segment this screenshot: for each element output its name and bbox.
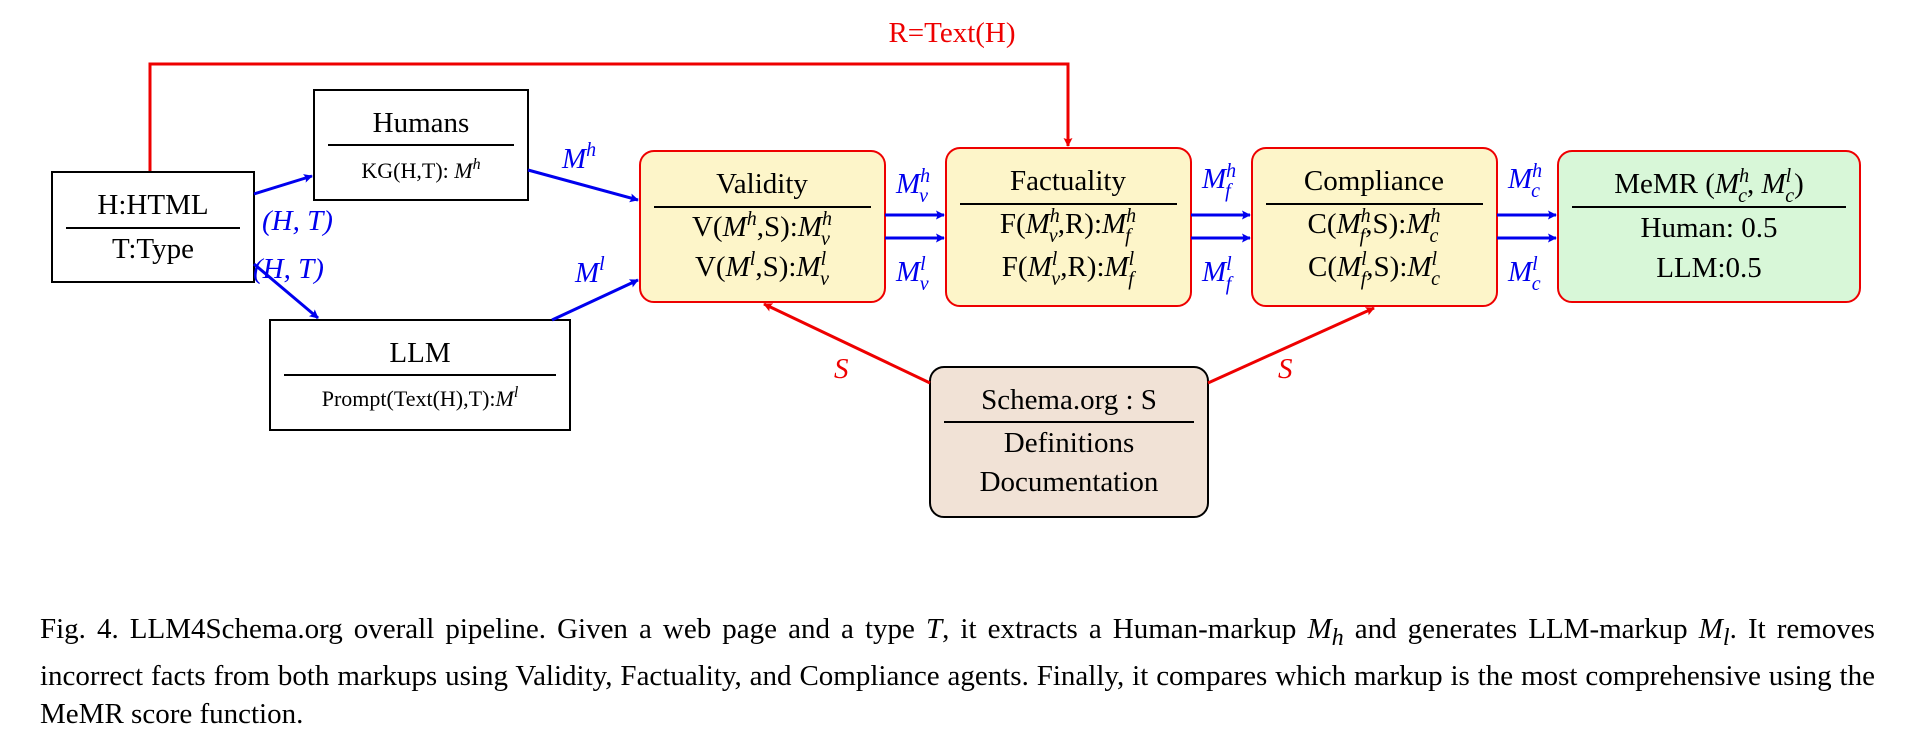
edge-s-right-label: S — [1278, 353, 1293, 385]
node-llm-title: LLM — [389, 337, 450, 369]
node-memr-human: Human: 0.5 — [1641, 212, 1778, 244]
node-html-sub: T:Type — [112, 233, 194, 265]
edge-r-text: R=Text(H) — [148, 17, 1073, 172]
node-html-title: H:HTML — [97, 189, 208, 221]
node-compliance-title: Compliance — [1304, 165, 1444, 197]
node-llm: LLM Prompt(Text(H),T):Ml — [269, 319, 571, 431]
node-schema-line2: Documentation — [980, 466, 1159, 498]
edge-html-to-humans: (H, T) — [253, 174, 333, 237]
pipeline-diagram: R=Text(H) H:HTML T:Type Humans KG(H,T): … — [51, 17, 1861, 518]
edge-schema-to-compliance: S — [1207, 306, 1375, 385]
node-humans: Humans KG(H,T): Mh — [313, 89, 529, 201]
edge-s-left-label: S — [834, 353, 849, 385]
edge-ht-lower-label: (H, T) — [253, 253, 324, 285]
node-html: H:HTML T:Type — [51, 171, 255, 283]
edge-mh-label: Mh — [561, 139, 596, 175]
node-humans-title: Humans — [373, 107, 470, 139]
edge-ht-upper-label: (H, T) — [262, 205, 333, 237]
figure-caption: Fig. 4. LLM4Schema.org overall pipeline.… — [40, 613, 1875, 730]
edge-llm-to-validity: Ml — [551, 253, 639, 322]
node-factuality-title: Factuality — [1010, 165, 1126, 197]
node-validity-title: Validity — [716, 168, 808, 200]
node-schema: Schema.org : S Definitions Documentation — [929, 366, 1209, 518]
node-llm-sub: Prompt(Text(H),T):Ml — [322, 384, 519, 411]
edge-humans-to-validity: Mh — [527, 139, 639, 203]
node-memr-llm: LLM:0.5 — [1656, 252, 1762, 284]
edge-ml-label: Ml — [574, 253, 605, 289]
edge-schema-to-validity: S — [763, 302, 931, 385]
node-schema-line1: Definitions — [1004, 427, 1135, 459]
edge-html-to-llm: (H, T) — [253, 253, 324, 320]
node-schema-title: Schema.org : S — [981, 384, 1157, 416]
edge-r-label: R=Text(H) — [888, 17, 1015, 49]
node-humans-sub: KG(H,T): Mh — [361, 156, 480, 183]
